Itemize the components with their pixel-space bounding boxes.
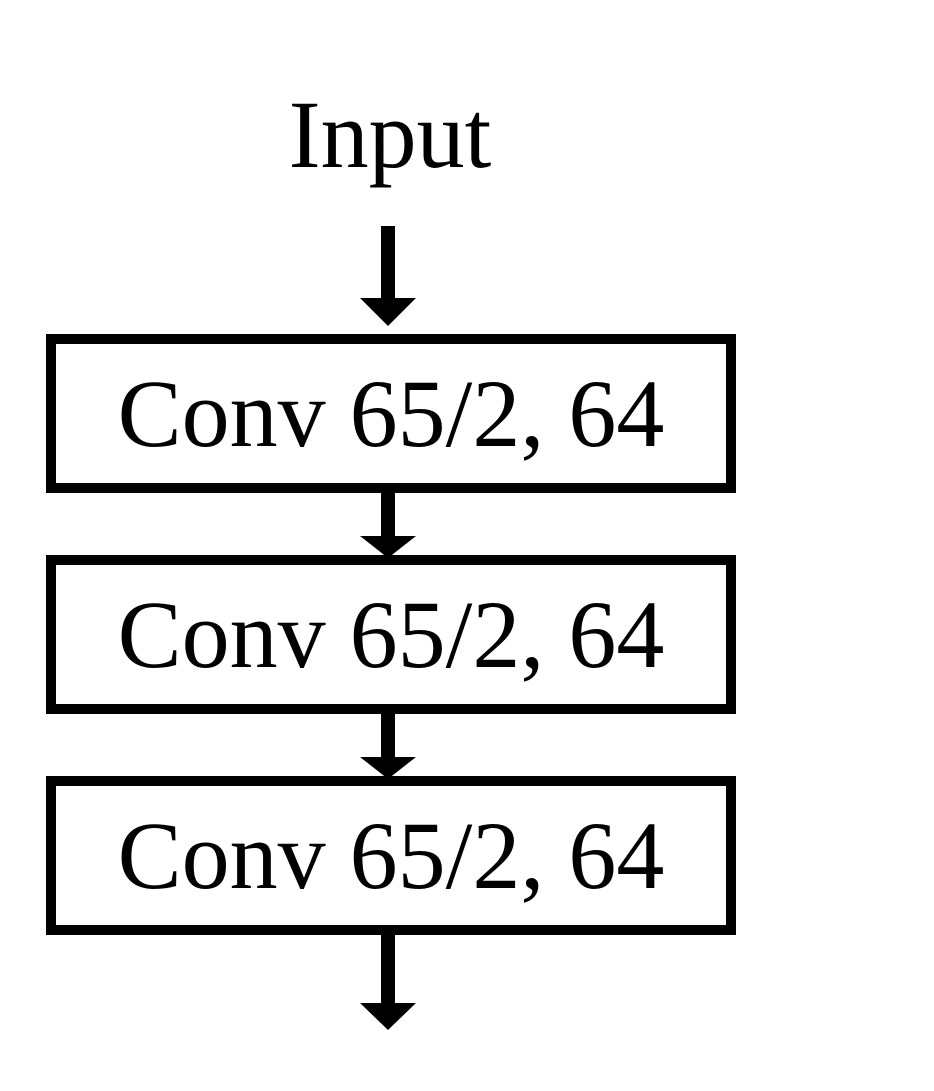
conv-layer-3: Conv 65/2, 64 — [46, 776, 736, 935]
conv-layer-2: Conv 65/2, 64 — [46, 555, 736, 714]
conv-layer-1: Conv 65/2, 64 — [46, 334, 736, 493]
arrow-input-to-conv-1 — [360, 226, 416, 326]
arrow-conv-3-to-output — [360, 935, 416, 1030]
arrow-conv-2-to-conv-3 — [360, 714, 416, 779]
conv-layer-3-label: Conv 65/2, 64 — [117, 802, 665, 909]
conv-layer-1-label: Conv 65/2, 64 — [117, 360, 665, 467]
input-label: Input — [288, 81, 492, 188]
arrow-conv-1-to-conv-2 — [360, 493, 416, 558]
conv-layer-2-label: Conv 65/2, 64 — [117, 581, 665, 688]
